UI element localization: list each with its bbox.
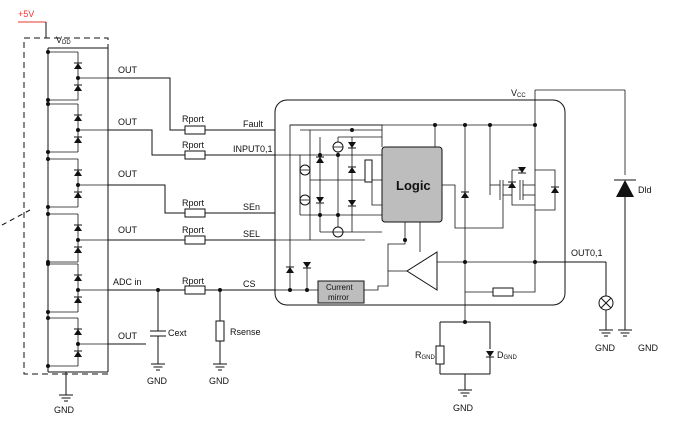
mcu-port-clamp-4 [46, 212, 108, 264]
gnd-label-ic: GND [453, 403, 474, 413]
current-mirror-label-1: Current [326, 283, 353, 292]
svg-text:Dld: Dld [638, 185, 652, 195]
microcontroller-block: +5V VDD GND [1, 9, 109, 415]
svg-text:Rport: Rport [182, 114, 205, 124]
gnd-label-mcu: GND [54, 405, 75, 415]
gnd-label-load: GND [595, 343, 616, 353]
mcu-port-clamp-1 [46, 50, 108, 102]
rport-resistor-4: Rport [182, 225, 206, 245]
amplifier [406, 251, 438, 291]
signal-sel: SEL [243, 229, 260, 239]
load-lamp: OUT0,1 GND [535, 248, 616, 353]
mcu-port-clamp-3 [46, 157, 108, 209]
mcu-boundary [23, 37, 109, 375]
signal-sen: SEn [243, 202, 260, 212]
mcu-port-clamp-6 [46, 316, 108, 368]
current-sources [299, 141, 344, 238]
rport-resistor-5: Rport [182, 276, 206, 295]
signal-cs: CS [243, 279, 256, 289]
supply-label: +5V [18, 9, 34, 19]
svg-text:OUT0,1: OUT0,1 [571, 248, 603, 258]
logic-block [381, 146, 443, 223]
driver-ic-boundary [274, 99, 566, 306]
rport-resistor-2: Rport [182, 140, 206, 160]
svg-text:Rport: Rport [182, 276, 205, 286]
svg-text:Rport: Rport [182, 225, 205, 235]
port-out-2: OUT [118, 117, 138, 127]
svg-text:Rport: Rport [182, 198, 205, 208]
signal-fault: Fault [243, 119, 264, 129]
current-mirror-label-2: mirror [328, 293, 349, 302]
mcu-port-clamp-5 [46, 262, 108, 314]
ground-network: RGND DGND GND [415, 320, 518, 413]
high-side-mosfet-2 [512, 169, 535, 200]
port-out-3: OUT [118, 169, 138, 179]
gnd-label-cext: GND [147, 376, 168, 386]
mcu-port-clamp-2 [46, 102, 108, 154]
port-out-5: OUT [118, 331, 138, 341]
logic-label: Logic [396, 178, 431, 193]
zener-clamps [285, 141, 357, 274]
port-adc-in: ADC in [113, 277, 142, 287]
svg-text:Cext: Cext [168, 328, 187, 338]
rport-resistor-1: Rport [182, 114, 206, 135]
vcc-label: VCC [511, 88, 526, 99]
svg-text:DGND: DGND [497, 350, 518, 361]
current-mirror-block [317, 280, 365, 304]
driver-ic: Logic Current mirror [274, 88, 626, 322]
vdd-label: VDD [56, 35, 71, 46]
port-out-1: OUT [118, 65, 138, 75]
port-out-4: OUT [118, 225, 138, 235]
port-wiring: OUT OUT OUT OUT ADC in OUT Rport Rport R… [108, 65, 275, 386]
gnd-label-dld: GND [638, 343, 659, 353]
svg-text:Rport: Rport [182, 140, 205, 150]
internal-feedback-resistor [465, 262, 536, 297]
gnd-label-rsense: GND [209, 376, 230, 386]
cext-capacitor: Cext GND [147, 288, 187, 386]
dld-diode: Dld GND [614, 179, 659, 353]
signal-input: INPUT0,1 [233, 144, 273, 154]
rsense-resistor: Rsense GND [209, 288, 261, 386]
high-side-mosfet-1 [490, 180, 512, 200]
output-section: Dld GND OUT0,1 GND R [415, 179, 659, 413]
svg-text:RGND: RGND [415, 350, 436, 361]
rport-resistor-3: Rport [182, 198, 206, 218]
svg-text:Rsense: Rsense [230, 327, 261, 337]
